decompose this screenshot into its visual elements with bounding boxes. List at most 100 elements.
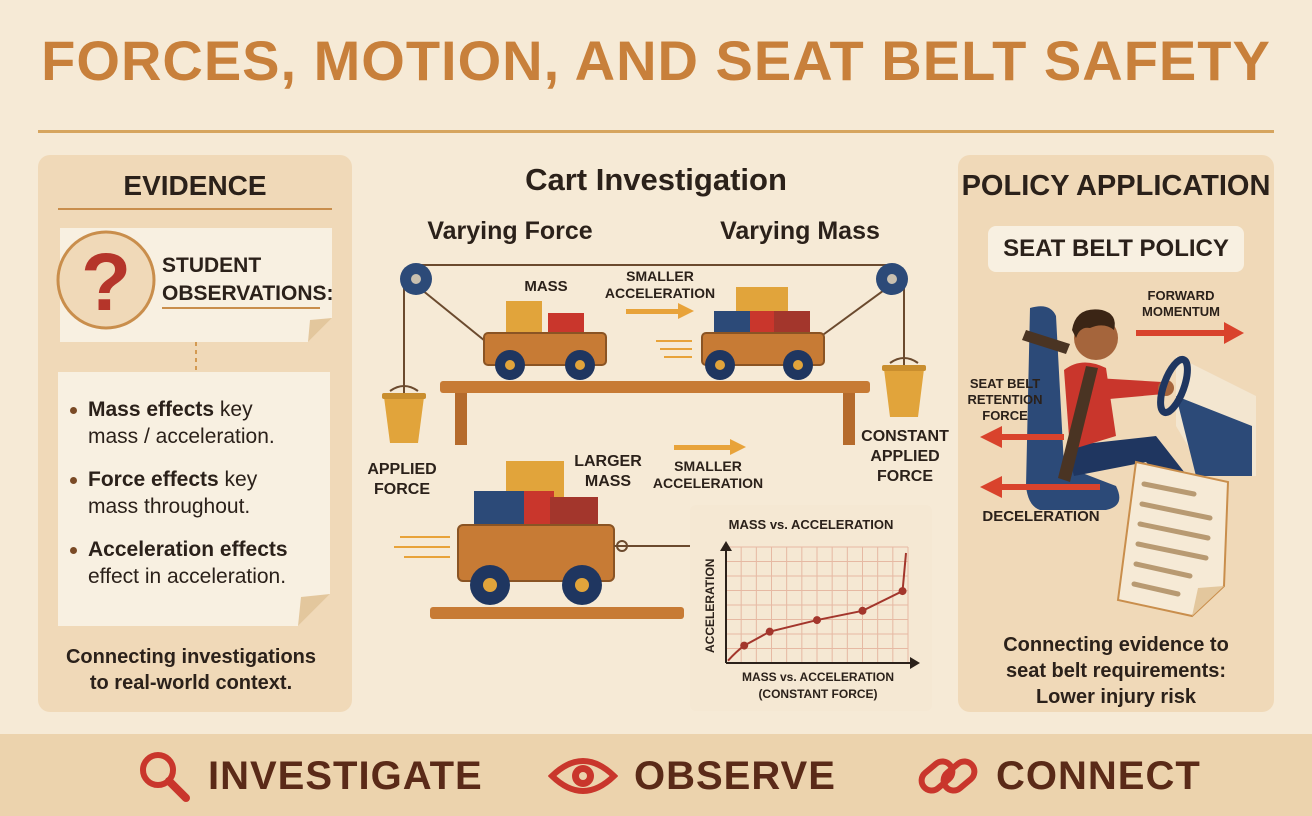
policy-footer-line3: Lower injury risk	[1035, 686, 1197, 708]
observe-item: OBSERVE	[548, 752, 836, 800]
smaller-acceleration-line2: ACCELERATION	[604, 285, 716, 301]
evidence-footer: Connecting investigations to real-world …	[46, 644, 336, 696]
cart-larger-mass	[394, 461, 690, 605]
driver-arm	[1096, 378, 1164, 400]
observe-label: OBSERVE	[634, 753, 836, 798]
observations-underline	[162, 307, 320, 309]
y-axis-arrow-icon	[720, 541, 732, 551]
varying-force-label: Varying Force	[427, 217, 593, 245]
bullet-text: mass / acceleration.	[88, 425, 275, 448]
policy-footer-line2: seat belt requirements:	[1005, 660, 1227, 682]
page-title: FORCES, MOTION, AND SEAT BELT SAFETY	[41, 29, 1271, 92]
larger-mass-line2: MASS	[584, 473, 632, 490]
observations-heading-line2: OBSERVATIONS:	[162, 282, 334, 305]
bullet-bold: Mass effects	[88, 398, 215, 421]
evidence-divider	[58, 208, 332, 210]
deceleration-label: DECELERATION	[982, 508, 1100, 525]
driver-illustration	[980, 306, 1256, 618]
data-point	[898, 587, 907, 596]
smaller-acceleration-2-label: SMALLER ACCELERATION	[648, 458, 768, 492]
eye-icon	[548, 758, 618, 794]
forward-momentum-arrow-icon	[1136, 322, 1244, 344]
bullet-bold: Force effects	[88, 468, 219, 491]
applied-force-bucket-icon	[382, 385, 426, 443]
car-seat	[1026, 306, 1120, 510]
list-item: Acceleration effects effect in accelerati…	[66, 536, 328, 590]
smaller-acceleration-arrow-icon	[626, 303, 694, 319]
forward-momentum-line2: MOMENTUM	[1142, 304, 1220, 319]
chart-y-label: ACCELERATION	[703, 559, 717, 653]
dashboard	[1176, 396, 1252, 476]
driver-hair	[1072, 309, 1115, 338]
smaller-acceleration-label: SMALLER ACCELERATION	[600, 268, 720, 302]
cart-varying-force	[483, 301, 607, 380]
seat-belt-strap	[1058, 366, 1098, 482]
smaller-acceleration-arrow-2-icon	[674, 439, 746, 455]
chart-x-label: MASS vs. ACCELERATION	[742, 670, 894, 684]
bullet-bold: Acceleration effects	[88, 538, 288, 561]
investigate-label: INVESTIGATE	[208, 753, 483, 798]
track	[430, 607, 684, 619]
retention-line3: FORCE	[982, 408, 1028, 423]
retention-line1: SEAT BELT	[969, 376, 1041, 391]
table	[440, 381, 870, 445]
chart-x-label-2: (CONSTANT FORCE)	[758, 687, 877, 701]
smaller-acceleration-2-line2: ACCELERATION	[652, 475, 764, 491]
connect-label: CONNECT	[996, 753, 1201, 798]
retention-line2: RETENTION	[967, 392, 1043, 407]
policy-document-icon	[1116, 460, 1230, 618]
mass-acceleration-chart: MASS vs. ACCELERATION ACCELERATION MASS …	[690, 505, 932, 711]
bullets-note	[58, 372, 330, 626]
varying-mass-label: Varying Mass	[720, 217, 880, 245]
cart-varying-mass	[656, 287, 825, 380]
observations-heading-line1: STUDENT	[162, 254, 262, 277]
data-point	[765, 627, 774, 636]
larger-mass-label: LARGER MASS	[568, 452, 648, 492]
list-item: Mass effects key mass / acceleration.	[66, 396, 328, 450]
cart-investigation-title: Cart Investigation	[525, 162, 787, 197]
policy-title: POLICY APPLICATION	[961, 170, 1271, 202]
mass-label: MASS	[524, 278, 568, 295]
question-mark-icon: ?	[56, 230, 156, 330]
cart-illustration	[382, 263, 926, 619]
larger-mass-line1: LARGER	[574, 453, 642, 470]
constant-force-line2: APPLIED	[870, 448, 940, 465]
data-point	[813, 616, 821, 625]
seat-belt-policy-label: SEAT BELT POLICY	[988, 226, 1244, 272]
bullet-text: key	[218, 468, 258, 491]
constant-force-line1: CONSTANT	[861, 428, 949, 445]
applied-force-line2: FORCE	[374, 481, 430, 498]
constant-applied-force-label: CONSTANT APPLIED FORCE	[852, 427, 958, 487]
deceleration-arrow-icon	[980, 476, 1100, 498]
x-axis-arrow-icon	[910, 657, 920, 669]
chart-background	[690, 505, 932, 711]
connect-item: CONNECT	[916, 752, 1201, 800]
applied-force-label: APPLIED FORCE	[352, 460, 452, 500]
chart-grid	[726, 546, 909, 663]
svg-text:?: ?	[81, 237, 131, 328]
investigate-item: INVESTIGATE	[136, 752, 483, 802]
data-point	[740, 641, 749, 650]
observations-list: Mass effects key mass / acceleration. For…	[66, 396, 328, 606]
chain-link-icon	[918, 758, 978, 794]
bullet-text: key	[214, 398, 253, 421]
policy-footer-line1: Connecting evidence to	[1003, 634, 1229, 656]
policy-footer: Connecting evidence to seat belt require…	[966, 632, 1266, 710]
evidence-title: EVIDENCE	[123, 170, 267, 201]
left-pulley-icon	[400, 263, 432, 295]
bullet-text: effect in acceleration.	[88, 565, 287, 588]
observations-heading: STUDENT OBSERVATIONS:	[162, 252, 334, 308]
chart-title: MASS vs. ACCELERATION	[729, 517, 894, 532]
evidence-footer-line2: to real-world context.	[89, 672, 293, 694]
constant-force-bucket-icon	[882, 357, 926, 417]
shoulder-belt	[1022, 330, 1070, 354]
smaller-acceleration-2-line1: SMALLER	[674, 458, 742, 474]
bottom-bar	[0, 734, 1312, 816]
forward-momentum-label: FORWARD MOMENTUM	[1128, 288, 1234, 320]
constant-force-line3: FORCE	[877, 468, 933, 485]
right-pulley-icon	[876, 263, 908, 295]
retention-force-arrow-icon	[980, 426, 1064, 448]
forward-momentum-line1: FORWARD	[1147, 288, 1215, 303]
applied-force-line1: APPLIED	[367, 461, 437, 478]
